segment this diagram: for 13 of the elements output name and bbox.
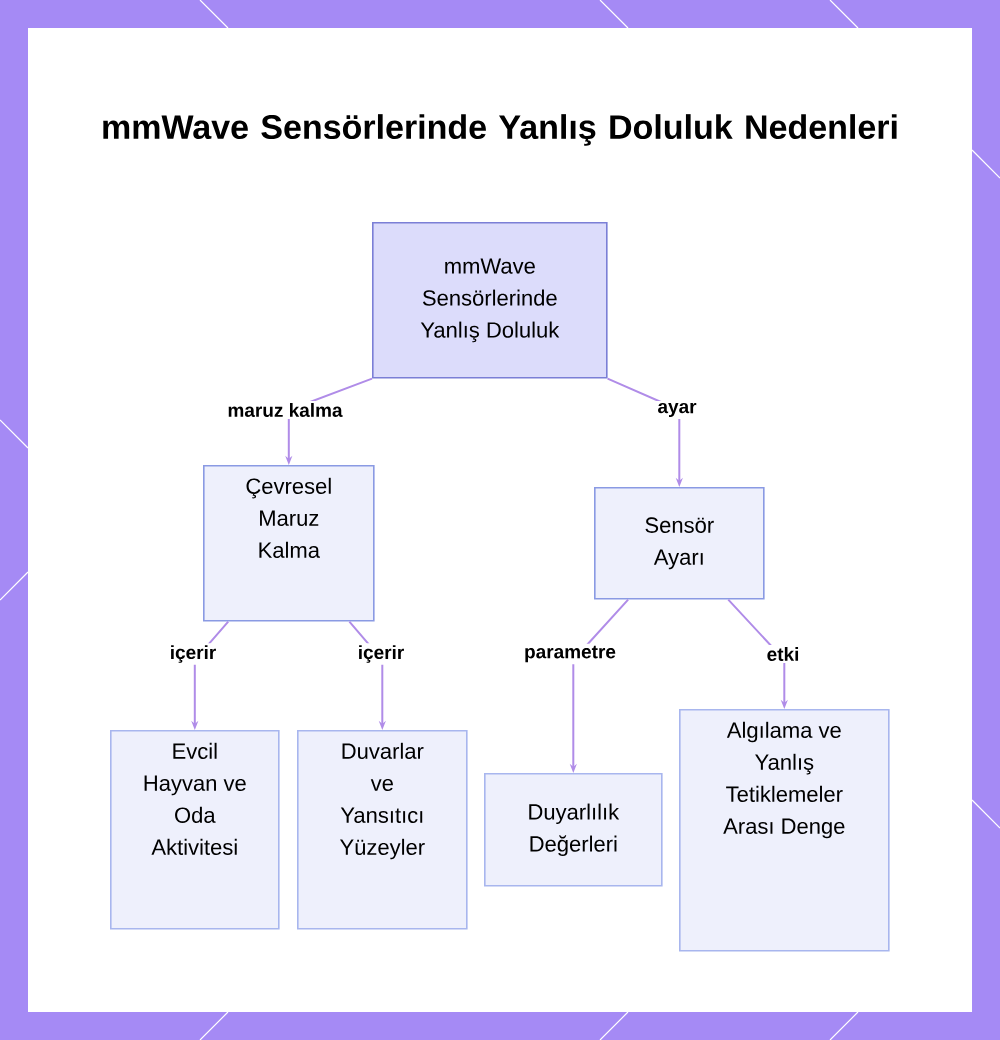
edge-label: etki: [764, 645, 802, 663]
edge-label: içerir: [355, 643, 407, 665]
edge-label: içerir: [167, 643, 219, 665]
edge-label: parametre: [522, 643, 618, 665]
process-box: Duvarlar ve Yansıtıcı Yüzeyler: [297, 730, 468, 930]
title: mmWave Sensörlerinde Yanlış Doluluk Nedenleri: [103, 114, 897, 146]
process-box: mmWave Sensörlerinde Yanlış Doluluk: [372, 222, 608, 379]
process-box: Sensör Ayarı: [594, 487, 765, 600]
process-box: Algılama ve Yanlış Tetiklemeler Arası Denge: [679, 709, 890, 952]
process-box: Evcil Hayvan ve Oda Aktivitesi: [110, 730, 280, 930]
edge-label: maruz kalma: [225, 401, 345, 419]
process-box: Duyarlılık Değerleri: [484, 773, 663, 887]
process-box: Çevresel Maruz Kalma: [203, 465, 375, 622]
